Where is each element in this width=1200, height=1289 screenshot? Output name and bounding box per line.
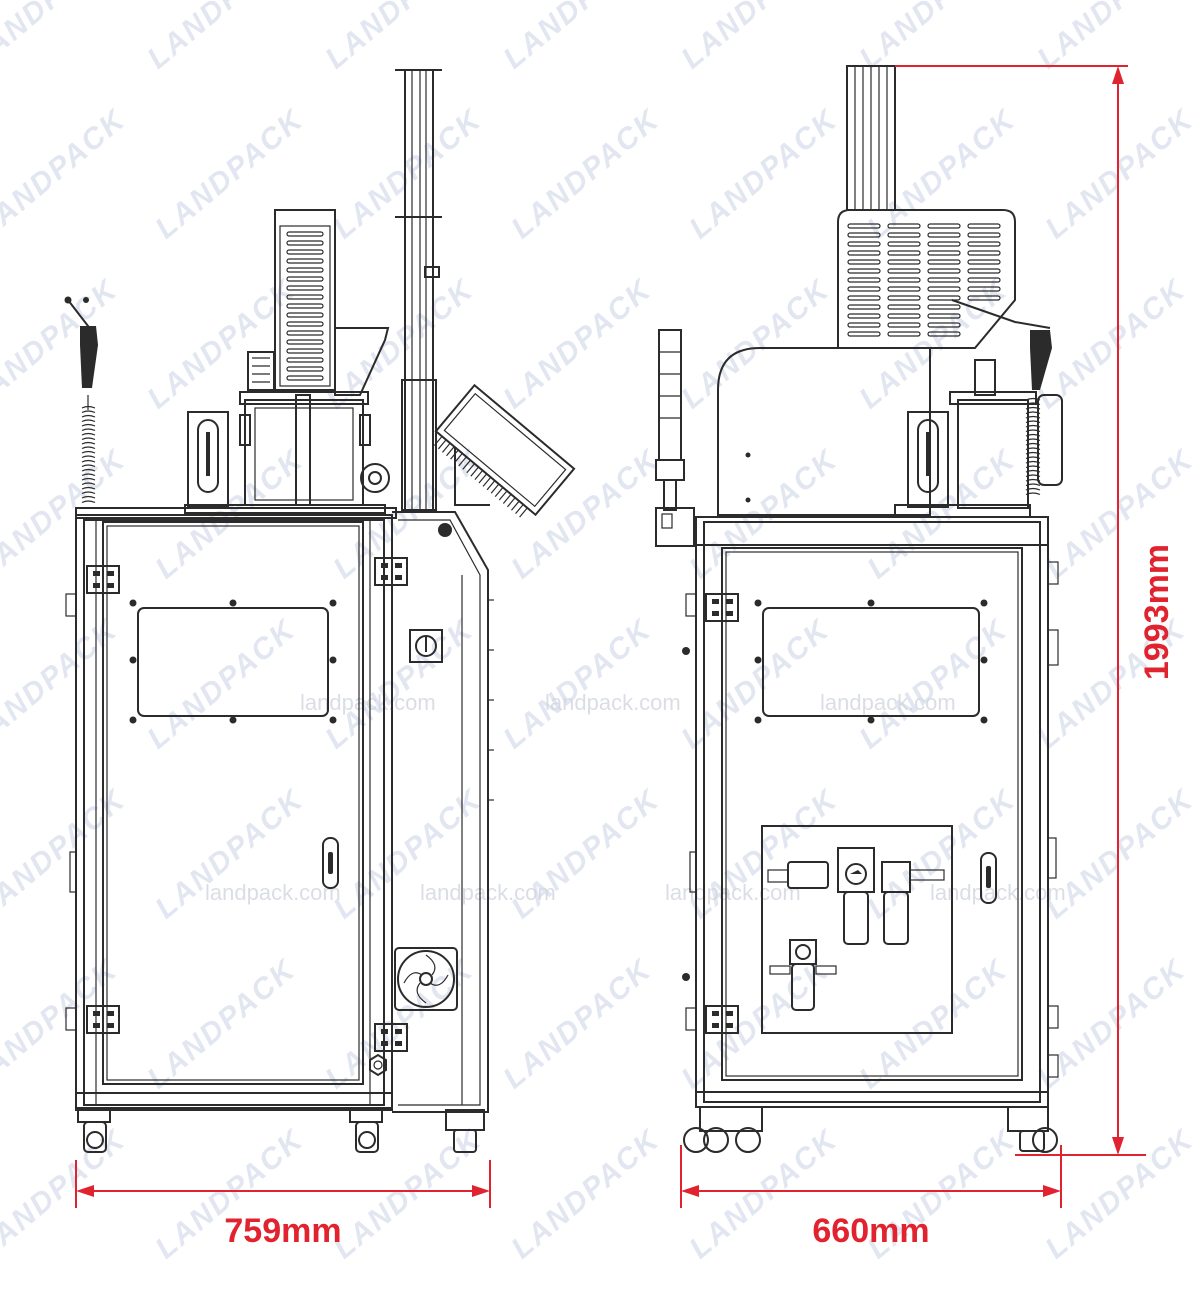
width-label-left: 759mm: [224, 1212, 341, 1250]
watermark-brand: LANDPACK: [1031, 0, 1192, 75]
watermark-brand: LANDPACK: [0, 0, 124, 75]
watermark-brand: LANDPACK: [675, 273, 836, 416]
watermark-brand: LANDPACK: [497, 0, 658, 75]
watermark-site: landpack.com: [930, 880, 1066, 905]
watermark-brand: LANDPACK: [505, 1123, 666, 1266]
watermark-brand: LANDPACK: [141, 613, 302, 756]
watermark-brand: LANDPACK: [853, 613, 1014, 756]
fan-icon: [394, 947, 458, 1011]
watermark-brand: LANDPACK: [149, 103, 310, 246]
watermark-brand: LANDPACK: [141, 953, 302, 1096]
watermark-brand: LANDPACK: [853, 273, 1014, 416]
watermark-site: landpack.com: [300, 690, 436, 715]
watermark-brand: LANDPACK: [505, 103, 666, 246]
watermark-brand: LANDPACK: [0, 273, 124, 416]
watermark-brand: LANDPACK: [141, 0, 302, 75]
caster-wheel-icon: [77, 1107, 485, 1153]
watermark-brand: LANDPACK: [0, 1123, 132, 1266]
watermark-brand: LANDPACK: [319, 273, 480, 416]
watermark-brand: LANDPACK: [497, 613, 658, 756]
watermark-brand: LANDPACK: [0, 613, 124, 756]
watermark-brand: LANDPACK: [0, 953, 124, 1096]
height-label: 1993mm: [1138, 544, 1176, 680]
watermark-brand: LANDPACK: [319, 0, 480, 75]
watermark-brand: LANDPACK: [853, 0, 1014, 75]
watermark-brand: LANDPACK: [0, 103, 132, 246]
watermark-site: landpack.com: [820, 690, 956, 715]
watermark-brand: LANDPACK: [675, 0, 836, 75]
dimension-lines: [75, 65, 1146, 1208]
watermark-brand: LANDPACK: [1031, 273, 1192, 416]
watermark-brand: LANDPACK: [675, 953, 836, 1096]
watermark-brand: LANDPACK: [497, 273, 658, 416]
watermark-brand: LANDPACK: [1031, 953, 1192, 1096]
watermark-brand: LANDPACK: [319, 613, 480, 756]
watermark-brand: LANDPACK: [327, 103, 488, 246]
air-filter-regulator-icon: [767, 847, 945, 1011]
left-side-view: [64, 69, 576, 1153]
watermark-site: landpack.com: [205, 880, 341, 905]
watermark-brand: LANDPACK: [327, 1123, 488, 1266]
watermark-brand: LANDPACK: [1039, 103, 1200, 246]
watermark-brand: LANDPACK: [497, 953, 658, 1096]
watermark-brand: LANDPACK: [853, 953, 1014, 1096]
watermark-brand: LANDPACK: [141, 273, 302, 416]
watermark-brand: LANDPACK: [675, 613, 836, 756]
right-front-view: [655, 65, 1063, 1153]
width-label-right: 660mm: [812, 1212, 929, 1250]
watermark-brand: LANDPACK: [683, 103, 844, 246]
watermark-brand: LANDPACK: [0, 783, 132, 926]
watermark-brand: LANDPACK: [505, 443, 666, 586]
hinge-icon: [86, 557, 408, 1052]
watermark-site: landpack.com: [545, 690, 681, 715]
watermark-site: landpack.com: [665, 880, 801, 905]
